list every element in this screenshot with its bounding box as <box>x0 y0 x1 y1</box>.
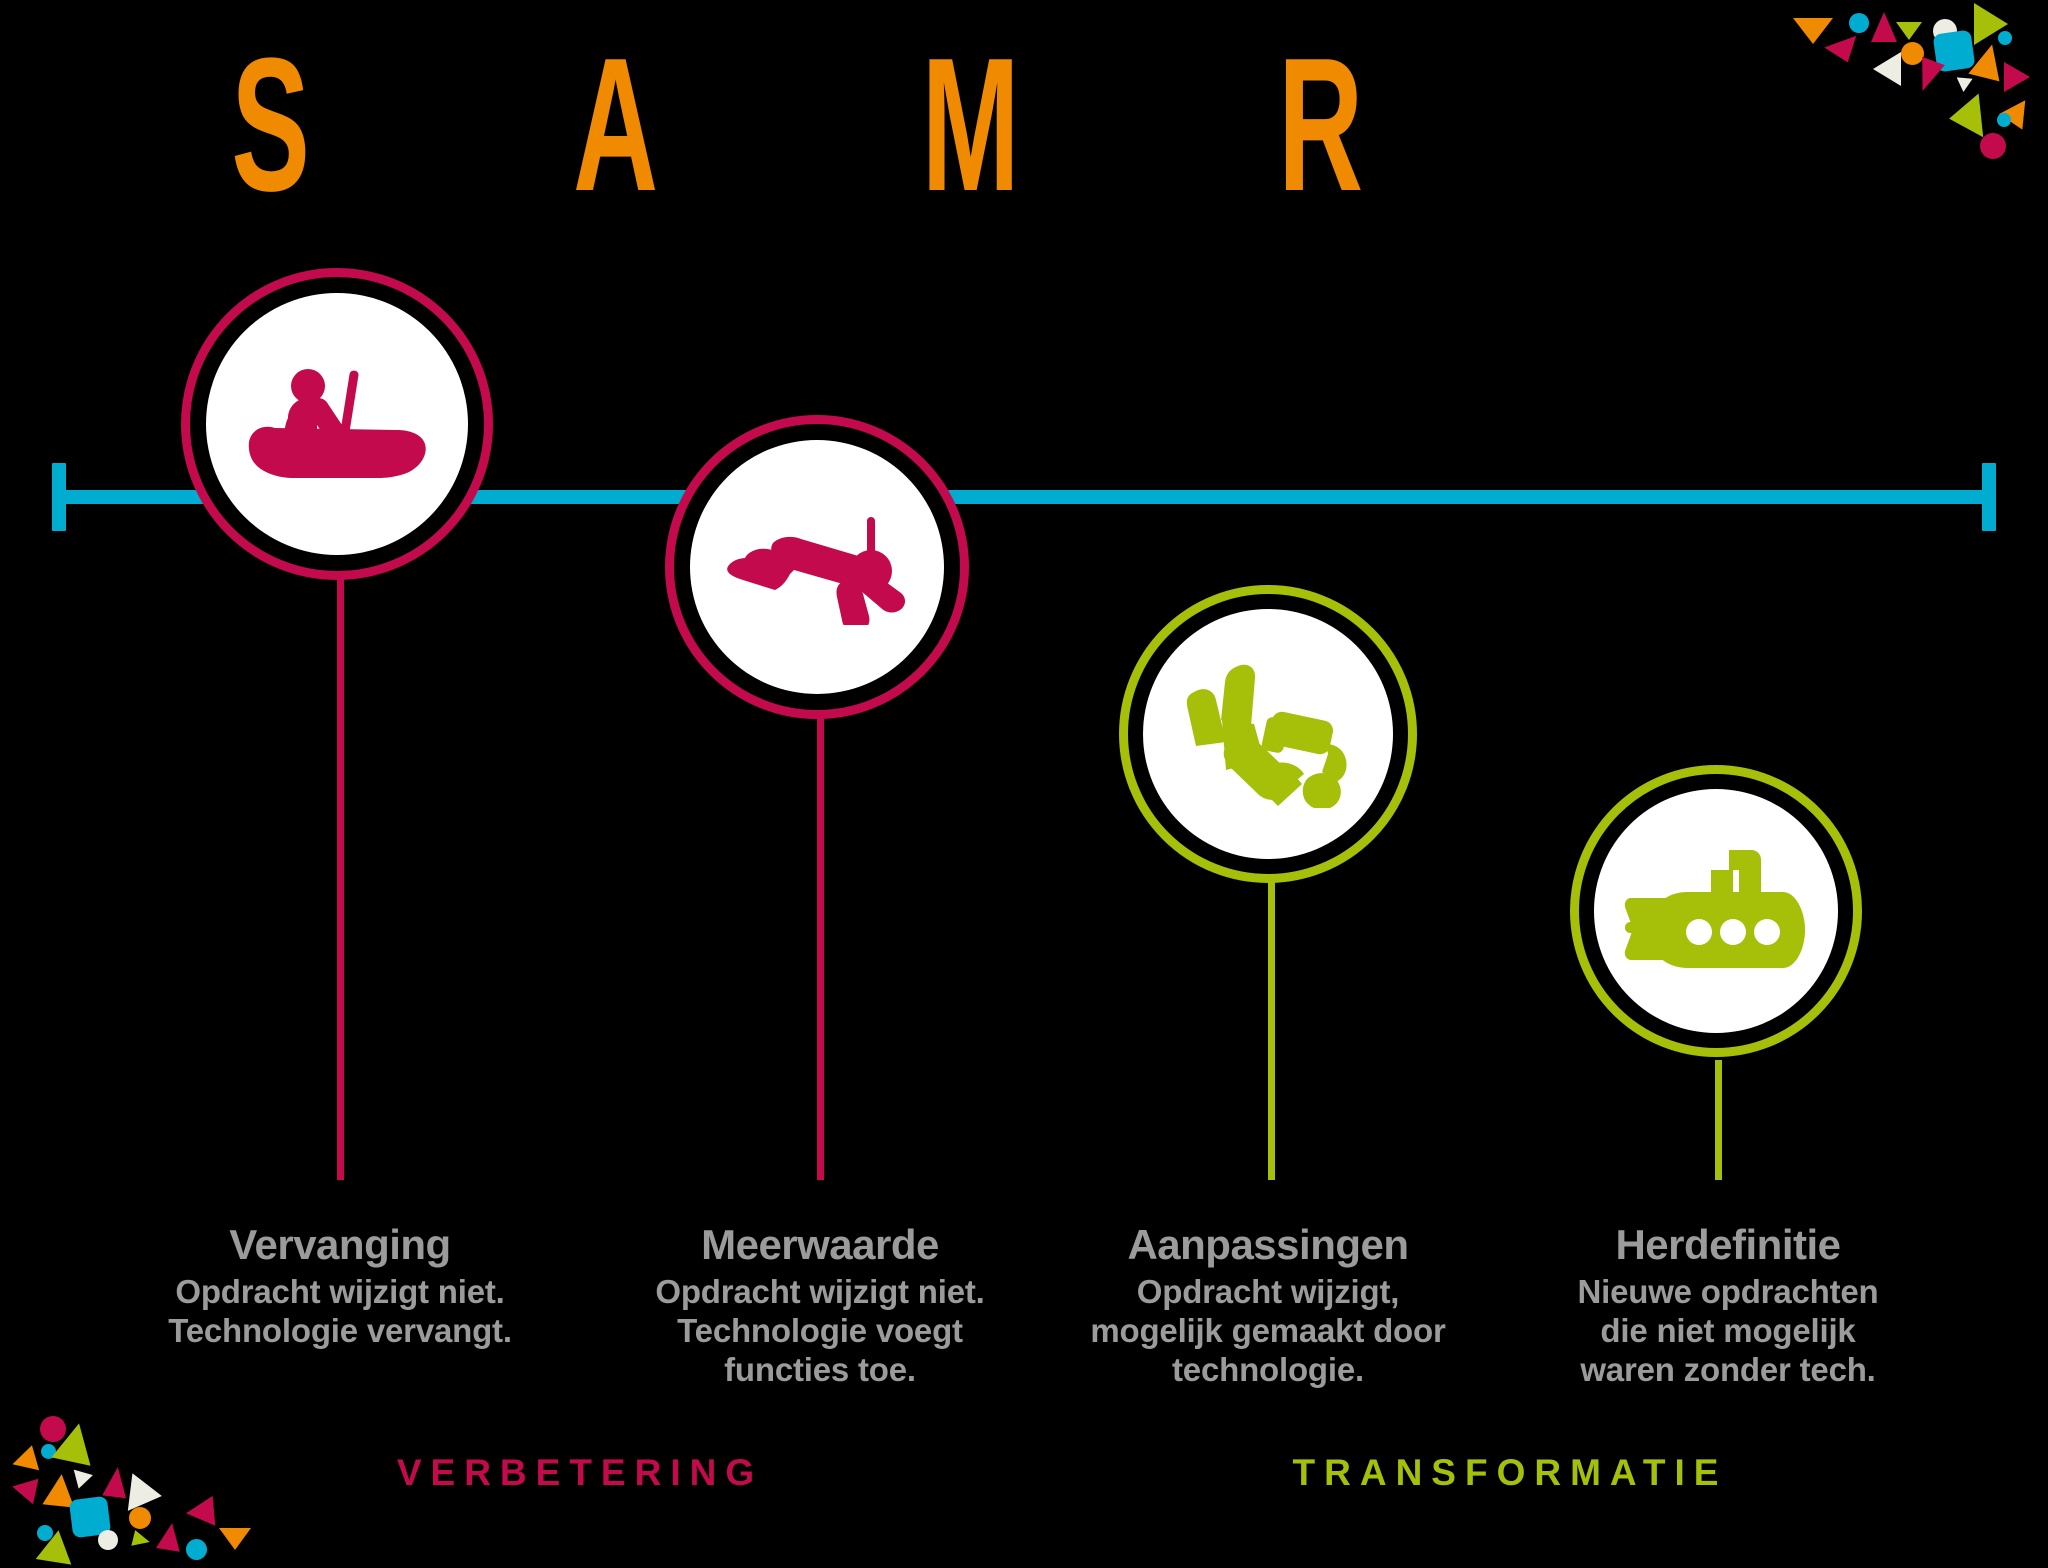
caption-desc-line: Opdracht wijzigt niet. <box>655 1273 985 1311</box>
confetti-triangle <box>1946 93 1984 141</box>
caption-title: Herdefinitie <box>1615 1221 1841 1268</box>
confetti-triangle <box>1896 22 1922 40</box>
confetti-triangle <box>2004 62 2030 92</box>
confetti-circle <box>37 1525 53 1541</box>
stem-aanpassingen <box>1268 880 1275 1180</box>
confetti-triangle <box>35 1527 77 1565</box>
confetti-circle <box>129 1507 151 1529</box>
samr-letter-s: S <box>231 19 310 231</box>
caption-title: Vervanging <box>229 1221 451 1268</box>
confetti-circle <box>40 1416 66 1442</box>
samr-letter-r: R <box>1278 19 1363 231</box>
waterline-cap-left <box>52 463 66 531</box>
zone-label-verbetering: VERBETERING <box>396 1452 764 1493</box>
bubble-aanpassingen[interactable] <box>1119 585 1417 883</box>
caption-desc-line: Nieuwe opdrachten <box>1577 1273 1879 1311</box>
confetti-circle <box>186 1539 207 1560</box>
caption-vervanging: Vervanging Opdracht wijzigt niet. Techno… <box>120 1222 560 1351</box>
caption-desc-line: waren zonder tech. <box>1580 1351 1876 1389</box>
confetti-circle <box>1980 133 2006 159</box>
caption-desc-line: Technologie vervangt. <box>168 1312 512 1350</box>
confetti-triangle <box>1871 12 1897 42</box>
submarine-icon <box>1623 836 1809 986</box>
confetti-top-right <box>1770 0 2048 180</box>
caption-desc-line: mogelijk gemaakt door <box>1090 1312 1446 1350</box>
stem-herdefinitie <box>1715 1060 1722 1180</box>
confetti-triangle <box>8 1445 40 1477</box>
confetti-triangle <box>1968 40 2008 82</box>
waterline <box>52 490 1996 504</box>
stem-vervanging <box>337 560 344 1180</box>
zone-label-transformatie: TRANSFORMATIE <box>1292 1452 1728 1493</box>
confetti-circle <box>1901 42 1924 65</box>
caption-desc-line: functies toe. <box>724 1351 916 1389</box>
confetti-circle <box>41 1444 56 1459</box>
caption-desc-line: technologie. <box>1172 1351 1364 1389</box>
confetti-triangle <box>1793 18 1833 44</box>
caption-meerwaarde: Meerwaarde Opdracht wijzigt niet. Techno… <box>600 1222 1040 1390</box>
confetti-circle <box>1998 31 2012 45</box>
confetti-circle <box>1849 13 1869 33</box>
confetti-triangle <box>219 1528 251 1550</box>
confetti-triangle <box>102 1465 130 1499</box>
confetti-triangle <box>51 1419 99 1466</box>
caption-title: Aanpassingen <box>1127 1221 1409 1268</box>
waterline-cap-right <box>1982 463 1996 531</box>
snorkeler-icon <box>721 509 913 625</box>
scuba-diver-icon <box>1174 660 1362 808</box>
samr-letter-a: A <box>573 19 658 231</box>
confetti-triangle <box>156 1521 184 1552</box>
caption-desc-line: Technologie voegt <box>677 1312 963 1350</box>
bubble-meerwaarde[interactable] <box>665 415 969 719</box>
caption-herdefinitie: Herdefinitie Nieuwe opdrachten die niet … <box>1508 1222 1948 1390</box>
caption-desc-line: Opdracht wijzigt niet. <box>175 1273 505 1311</box>
confetti-triangle <box>9 1473 39 1505</box>
confetti-circle <box>98 1530 118 1550</box>
confetti-triangle <box>1955 77 1973 93</box>
confetti-circle <box>1997 113 2011 127</box>
samr-letter-m: M <box>921 19 1020 231</box>
bubble-herdefinitie[interactable] <box>1570 765 1862 1057</box>
stem-meerwaarde <box>817 685 824 1180</box>
caption-aanpassingen: Aanpassingen Opdracht wijzigt, mogelijk … <box>1048 1222 1488 1390</box>
caption-title: Meerwaarde <box>701 1221 939 1268</box>
canoe-icon <box>244 364 430 484</box>
confetti-bottom-left <box>0 1390 280 1568</box>
confetti-triangle <box>1873 52 1901 86</box>
caption-desc-line: Opdracht wijzigt, <box>1136 1273 1400 1311</box>
confetti-triangle <box>184 1495 216 1529</box>
confetti-triangle <box>131 1530 152 1550</box>
bubble-vervanging[interactable] <box>181 268 493 580</box>
caption-desc-line: die niet mogelijk <box>1600 1312 1856 1350</box>
